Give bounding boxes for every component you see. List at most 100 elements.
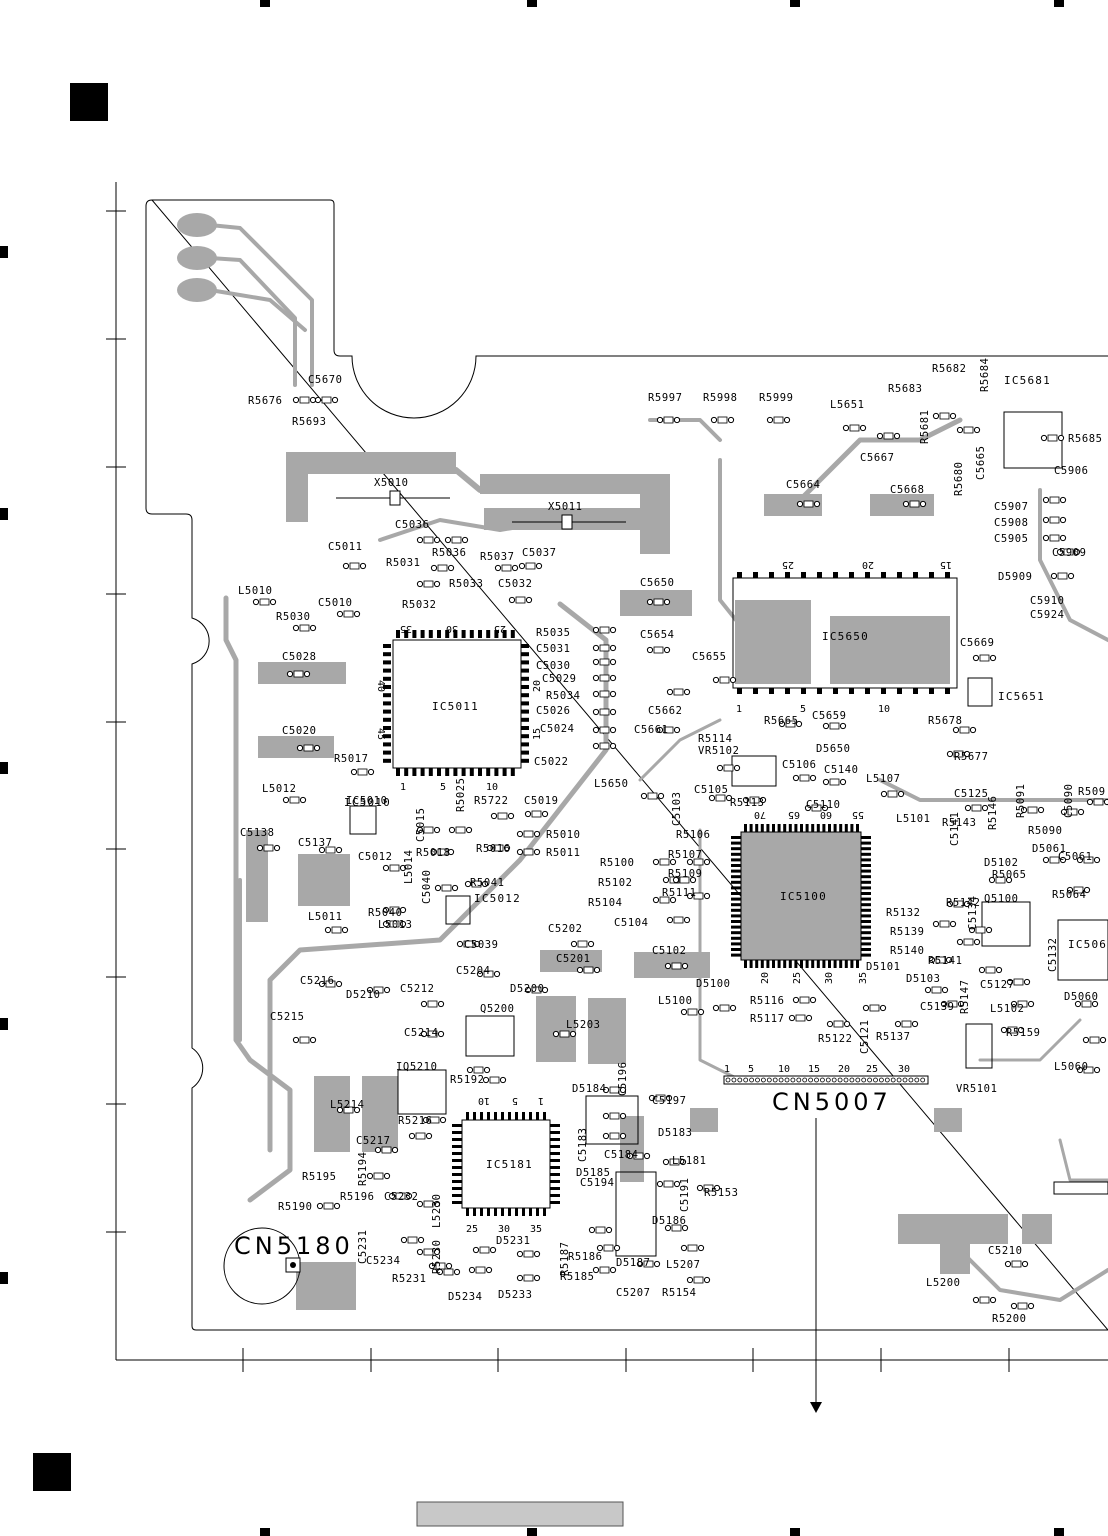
component-pad	[822, 778, 830, 786]
component-pad	[399, 864, 407, 872]
component-pad	[792, 774, 800, 782]
component-pad	[516, 848, 524, 856]
ic-pin	[550, 1152, 560, 1155]
ic-pin	[452, 1152, 462, 1155]
ic-pin	[861, 925, 871, 929]
component-ref-label: R5010	[546, 829, 581, 841]
component-pad	[318, 980, 326, 988]
ic-pin	[521, 676, 529, 681]
ic-pin	[383, 717, 391, 722]
connector-pin	[784, 1077, 790, 1083]
component-pad	[821, 804, 829, 812]
component-pad	[742, 796, 750, 804]
ic5011-pin-number: 10	[486, 782, 498, 793]
ic-pin	[515, 1208, 518, 1216]
component-pad	[656, 726, 664, 734]
ic-pin	[731, 864, 741, 867]
component-pad	[335, 846, 343, 854]
component-pad	[448, 826, 456, 834]
component-ref-label: R5693	[292, 416, 327, 428]
component-pad	[897, 790, 905, 798]
ic-pin	[816, 960, 820, 968]
component-pad	[795, 720, 803, 728]
component-pad	[437, 1000, 445, 1008]
component-ref-label: C5121	[859, 1019, 871, 1054]
component-pad	[1005, 876, 1013, 884]
ic-pin	[515, 1112, 518, 1120]
component-pad	[609, 644, 617, 652]
component-ref-label: R5678	[928, 715, 963, 727]
component-ref-label: L5200	[926, 1277, 961, 1289]
component-pad	[809, 996, 817, 1004]
ic-pin	[753, 688, 758, 694]
ic-pin	[772, 824, 775, 832]
component-ref-label: C5197	[652, 1095, 687, 1107]
component-ref-label: C5905	[994, 533, 1029, 545]
ic-pin	[731, 852, 741, 856]
component-body	[939, 920, 950, 928]
component-pad	[640, 792, 648, 800]
component-pad	[932, 920, 940, 928]
ic-pin	[731, 948, 741, 951]
ic-pin	[861, 847, 871, 851]
component-ref-label: L5650	[594, 778, 629, 790]
component-ref-label: R5102	[598, 877, 633, 889]
component-pad	[552, 1030, 560, 1038]
component-ref-label: L5100	[658, 995, 693, 1007]
component-body	[381, 1146, 392, 1154]
component-body	[609, 1086, 620, 1094]
ic5011-pin-number: 25	[494, 623, 506, 634]
component-pad	[273, 844, 281, 852]
component-pad	[879, 1004, 887, 1012]
component-body	[583, 966, 594, 974]
component-pad	[533, 830, 541, 838]
vr5102-part	[731, 755, 777, 787]
ic-pin	[508, 1208, 511, 1216]
component-ref-label: C5191	[679, 1177, 691, 1212]
component-body	[971, 804, 982, 812]
ic-pin	[861, 875, 871, 879]
component-ref-label: R5117	[750, 1013, 785, 1025]
component-ref-label: R5137	[876, 1031, 911, 1043]
component-body	[1017, 1000, 1028, 1008]
component-pad	[1023, 978, 1031, 986]
ic5651-chip	[967, 677, 993, 707]
component-ref-label: R5147	[959, 979, 971, 1014]
component-ref-label: C5670	[308, 374, 343, 386]
component-pad	[507, 812, 515, 820]
ic-pin	[913, 688, 918, 694]
ic5011-pin-number: 1	[400, 782, 406, 793]
component-pad	[366, 986, 374, 994]
component-ref-label: R5999	[759, 392, 794, 404]
component-body	[1047, 434, 1058, 442]
component-body	[1083, 856, 1094, 864]
component-pad	[593, 966, 601, 974]
ic-pin	[501, 1208, 504, 1216]
component-body	[799, 774, 810, 782]
component-pad	[680, 1244, 688, 1252]
ic-pin	[828, 824, 831, 832]
ic-pin	[480, 1112, 483, 1120]
component-ref-label: R5065	[992, 869, 1027, 881]
component-ref-label: R5682	[932, 363, 967, 375]
component-ref-label: L5214	[330, 1099, 365, 1111]
component-pad	[669, 858, 677, 866]
copper-layer	[177, 213, 1108, 1310]
connector-pin	[920, 1077, 926, 1083]
component-body	[293, 670, 304, 678]
ic-pin	[817, 688, 822, 694]
ic-pin	[521, 742, 529, 747]
component-ref-label: C5662	[648, 705, 683, 717]
component-ref-label: C5102	[652, 945, 687, 957]
component-pad	[710, 416, 718, 424]
ic-pin	[861, 886, 871, 890]
component-pad	[451, 884, 459, 892]
component-body	[1049, 534, 1060, 542]
component-pad	[592, 1266, 600, 1274]
component-ref-label: C5015	[415, 807, 427, 842]
component-pad	[447, 564, 455, 572]
component-ref-label: C5028	[282, 651, 317, 663]
component-pad	[689, 876, 697, 884]
component-ref-label: D5184	[572, 1083, 607, 1095]
component-ref-label: C5210	[988, 1245, 1023, 1257]
